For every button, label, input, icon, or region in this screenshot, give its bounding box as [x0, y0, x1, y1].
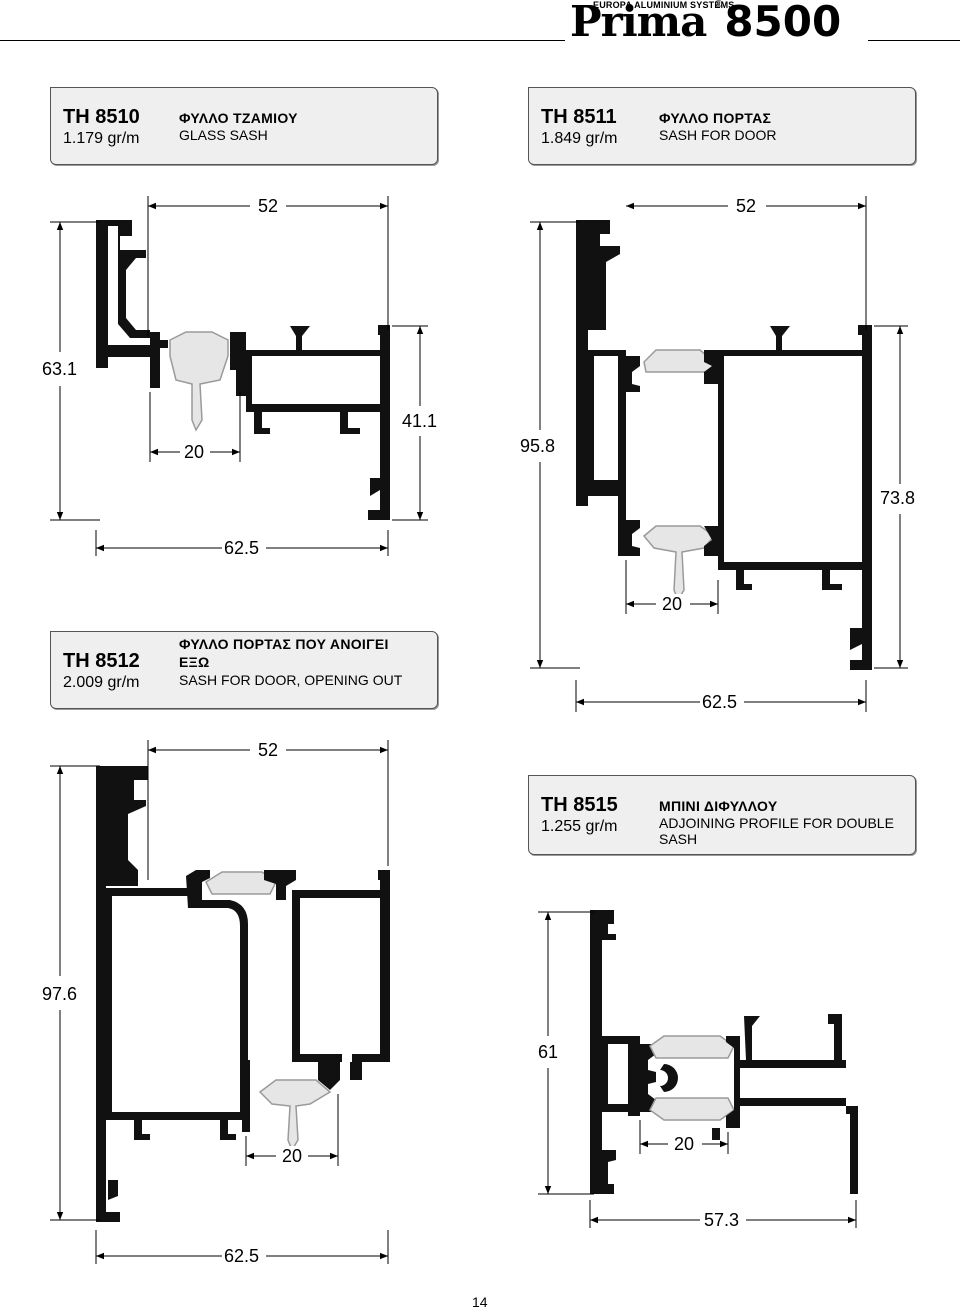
- profile-title-english: SASH FOR DOOR, OPENING OUT: [179, 672, 403, 688]
- brand-name: Prima: [570, 0, 707, 46]
- profile-title-greek: ΜΠΙΝΙ ΔΙΦΥΛΛΟΥ: [659, 798, 778, 814]
- profile-weight: 1.255 gr/m: [541, 818, 618, 835]
- dim-height: 95.8: [518, 436, 558, 457]
- profile-title-english: ADJOINING PROFILE FOR DOUBLE: [659, 815, 894, 831]
- profile-drawing-th8512: [96, 766, 390, 1222]
- dim-width: 52: [734, 196, 759, 217]
- dim-thermal-break: 20: [280, 1146, 305, 1167]
- dim-total-width: 62.5: [222, 1246, 262, 1267]
- profile-title-greek: ΦΥΛΛΟ ΤΖΑΜΙΟΥ: [179, 110, 298, 126]
- profile-card-th8512: TH 8512 2.009 gr/m ΦΥΛΛΟ ΠΟΡΤΑΣ ΠΟΥ ΑΝΟΙ…: [50, 631, 438, 709]
- dim-inner-height: 41.1: [400, 411, 440, 432]
- dim-height: 61: [536, 1042, 561, 1063]
- dim-inner-height: 73.8: [878, 488, 918, 509]
- profile-drawing-th8511: [576, 220, 872, 670]
- profile-title-english-cont: SASH: [659, 831, 698, 847]
- profile-code: TH 8515: [541, 794, 618, 816]
- profile-card-th8510: TH 8510 1.179 gr/m ΦΥΛΛΟ ΤΖΑΜΙΟΥ GLASS S…: [50, 87, 438, 165]
- profile-code: TH 8512: [63, 650, 140, 672]
- profile-weight: 2.009 gr/m: [63, 674, 140, 691]
- profile-weight: 1.849 gr/m: [541, 130, 618, 147]
- page-number: 14: [472, 1294, 488, 1310]
- profile-title-english: SASH FOR DOOR: [659, 127, 777, 143]
- dim-total-width: 57.3: [702, 1210, 742, 1231]
- dim-thermal-break: 20: [660, 594, 685, 615]
- dim-thermal-break: 20: [182, 442, 207, 463]
- dim-thermal-break: 20: [672, 1134, 697, 1155]
- profile-code: TH 8510: [63, 106, 140, 128]
- profile-drawing-th8515: [590, 910, 858, 1194]
- dim-width: 52: [256, 740, 281, 761]
- dim-total-width: 62.5: [700, 692, 740, 713]
- profile-title-greek: ΦΥΛΛΟ ΠΟΡΤΑΣ ΠΟΥ ΑΝΟΙΓΕΙ: [179, 636, 389, 652]
- profile-code: TH 8511: [541, 106, 617, 128]
- profile-card-th8515: TH 8515 1.255 gr/m ΜΠΙΝΙ ΔΙΦΥΛΛΟΥ ADJOIN…: [528, 775, 916, 855]
- brand-tagline: EUROPA ALUMINIUM SYSTEMS: [593, 0, 735, 10]
- profile-drawing-th8510: [96, 220, 390, 520]
- profile-card-th8511: TH 8511 1.849 gr/m ΦΥΛΛΟ ΠΟΡΤΑΣ SASH FOR…: [528, 87, 916, 165]
- dim-height: 97.6: [40, 984, 80, 1005]
- header-rule-right: [868, 40, 960, 41]
- dim-width: 52: [256, 196, 281, 217]
- profile-title-greek-cont: ΕΞΩ: [179, 654, 210, 670]
- brand-model: 8500: [724, 0, 842, 46]
- header-rule-left: [0, 40, 565, 41]
- profile-title-greek: ΦΥΛΛΟ ΠΟΡΤΑΣ: [659, 110, 772, 126]
- registered-mark: ®: [715, 0, 723, 10]
- profile-weight: 1.179 gr/m: [63, 130, 140, 147]
- dim-height: 63.1: [40, 359, 80, 380]
- dim-total-width: 62.5: [222, 538, 262, 559]
- profile-title-english: GLASS SASH: [179, 127, 268, 143]
- brand-logo: Prima 8500: [570, 0, 841, 44]
